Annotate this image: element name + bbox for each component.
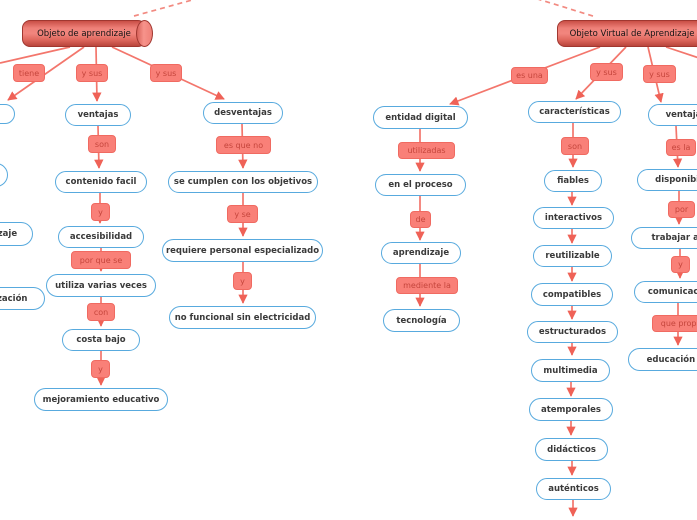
link-label-mediente-la[interactable]: mediente la bbox=[396, 277, 458, 294]
concept-node-no-funcional-sin-electricidad[interactable]: no funcional sin electricidad bbox=[169, 306, 316, 329]
connector-line bbox=[665, 46, 697, 59]
concept-node-aprendizaje[interactable]: aprendizaje bbox=[381, 242, 461, 264]
concept-node-educacion-inclusiva[interactable]: educación inclusiva bbox=[628, 348, 697, 371]
concept-node-en-el-proceso[interactable]: en el proceso bbox=[375, 174, 466, 196]
concept-node-se-cumplen-con-los-objetivos[interactable]: se cumplen con los objetivos bbox=[168, 171, 318, 193]
concept-node-aprendizaje[interactable]: aprendizaje bbox=[0, 222, 33, 246]
link-label-que-propicia[interactable]: que propicia bbox=[652, 315, 697, 332]
dashed-link-line bbox=[538, 0, 597, 18]
root-concept-label: Objeto de aprendizaje bbox=[37, 28, 131, 39]
link-label-tiene[interactable]: tiene bbox=[13, 64, 45, 82]
concept-node-multimedia[interactable]: multimedia bbox=[531, 359, 610, 382]
concept-node-comunicacion[interactable]: comunicación bbox=[634, 281, 697, 303]
connector-line bbox=[7, 46, 85, 101]
concept-node-actualizacion[interactable]: actualización bbox=[0, 287, 45, 310]
root-concept-label: Objeto Virtual de Aprendizaje bbox=[569, 28, 695, 39]
link-label-y-sus[interactable]: y sus bbox=[150, 64, 182, 82]
link-label-y[interactable]: y bbox=[233, 272, 252, 290]
link-label-es-una[interactable]: es una bbox=[511, 67, 548, 84]
root-concept-cylinder-right-map[interactable]: Objeto Virtual de Aprendizaje bbox=[557, 20, 697, 47]
concept-node-caracteristicas[interactable]: características bbox=[528, 101, 621, 123]
concept-node-trabajar-al-ritmo[interactable]: trabajar al ritmo bbox=[631, 227, 697, 249]
link-label-y[interactable]: y bbox=[91, 203, 110, 221]
root-concept-cylinder-left-map[interactable]: Objeto de aprendizaje bbox=[22, 20, 153, 47]
link-label-de[interactable]: de bbox=[410, 211, 431, 228]
concept-node-didacticos[interactable]: didácticos bbox=[535, 438, 608, 461]
concept-node-contenido-facil[interactable]: contenido facil bbox=[55, 171, 147, 193]
concept-node-desventajas[interactable]: desventajas bbox=[203, 102, 283, 124]
link-label-y-se[interactable]: y se bbox=[227, 205, 258, 223]
concept-node-autenticos[interactable]: auténticos bbox=[536, 478, 611, 500]
concept-node-compatibles[interactable]: compatibles bbox=[531, 283, 613, 306]
concept-node-costa-bajo[interactable]: costa bajo bbox=[62, 329, 140, 351]
cylinder-end-cap bbox=[136, 20, 153, 47]
concept-node-ventajas[interactable]: ventajas bbox=[65, 104, 131, 126]
link-label-y[interactable]: y bbox=[91, 360, 110, 378]
concept-node-partial[interactable] bbox=[0, 104, 15, 124]
concept-node-accesibilidad[interactable]: accesibilidad bbox=[58, 226, 144, 248]
concept-node-ventajas[interactable]: ventajas bbox=[648, 104, 697, 126]
concept-node-interactivos[interactable]: interactivos bbox=[533, 207, 614, 229]
link-label-utilizadas[interactable]: utilizadas bbox=[398, 142, 455, 159]
concept-node-estructurados[interactable]: estructurados bbox=[527, 321, 618, 343]
link-label-por-que-se[interactable]: por que se bbox=[71, 251, 131, 269]
link-label-son[interactable]: son bbox=[88, 135, 116, 153]
link-label-es-que-no[interactable]: es que no bbox=[216, 136, 271, 154]
link-label-y-sus[interactable]: y sus bbox=[643, 65, 676, 83]
concept-node-entidad-digital[interactable]: entidad digital bbox=[373, 106, 468, 129]
concept-node-utiliza-varias-veces[interactable]: utiliza varias veces bbox=[46, 274, 156, 297]
concept-node-fiables[interactable]: fiables bbox=[544, 170, 602, 192]
connector-line bbox=[0, 46, 71, 64]
link-label-con[interactable]: con bbox=[87, 303, 115, 321]
link-label-es-la[interactable]: es la bbox=[666, 139, 696, 156]
concept-node-requiere-personal-especializado[interactable]: requiere personal especializado bbox=[162, 239, 323, 262]
concept-node-atemporales[interactable]: atemporales bbox=[529, 398, 613, 421]
link-label-y[interactable]: y bbox=[671, 256, 690, 273]
concept-node-reutilizable[interactable]: reutilizable bbox=[533, 245, 612, 267]
link-label-son[interactable]: son bbox=[561, 137, 589, 155]
concept-node-tecnologia[interactable]: tecnología bbox=[383, 309, 460, 332]
concept-node-disponibilidad[interactable]: disponibilidad bbox=[637, 169, 697, 191]
link-label-por[interactable]: por bbox=[668, 201, 695, 218]
link-label-y-sus[interactable]: y sus bbox=[590, 63, 623, 81]
concept-node-mejoramiento-educativo[interactable]: mejoramiento educativo bbox=[34, 388, 168, 411]
dashed-link-line bbox=[133, 0, 196, 17]
link-label-y-sus[interactable]: y sus bbox=[76, 64, 108, 82]
